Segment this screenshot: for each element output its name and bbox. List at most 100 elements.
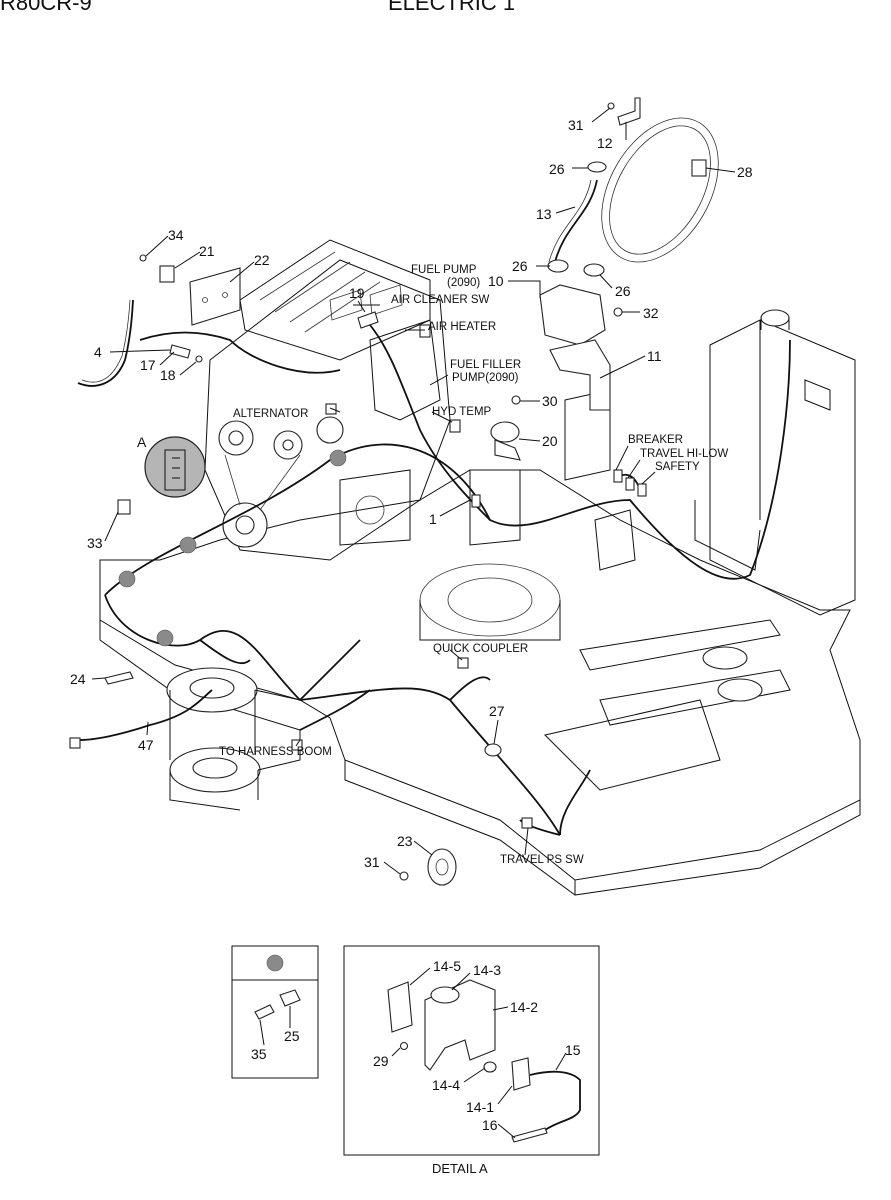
bolt-35 bbox=[254, 1004, 275, 1020]
fill-hose-28 bbox=[601, 117, 719, 263]
callout-14-4: 14-4 bbox=[432, 1077, 460, 1093]
callout-12: 12 bbox=[597, 135, 613, 151]
label-breaker: BREAKER bbox=[628, 434, 683, 446]
washer-motor-14-1 bbox=[511, 1057, 531, 1091]
callout-4: 4 bbox=[94, 344, 102, 360]
label-quick-coupler: QUICK COUPLER bbox=[433, 643, 528, 655]
callout-13: 13 bbox=[536, 206, 552, 222]
connector-47 bbox=[69, 737, 81, 749]
label-hyd-temp: HYD TEMP bbox=[432, 406, 492, 418]
callout-26: 26 bbox=[549, 161, 565, 177]
nozzle-16 bbox=[511, 1127, 548, 1143]
clamp-26-mid bbox=[547, 259, 569, 273]
model-number: R80CR-9 bbox=[0, 0, 92, 15]
connector-safety bbox=[637, 483, 647, 497]
label-air-heater: AIR HEATER bbox=[428, 321, 496, 333]
page-title: ELECTRIC 1 bbox=[388, 0, 516, 15]
callout-14-2: 14-2 bbox=[510, 999, 538, 1015]
engine-drawing bbox=[204, 239, 451, 561]
callout-34: 34 bbox=[168, 227, 184, 243]
bolt-29 bbox=[399, 1041, 409, 1051]
callout-1: 1 bbox=[429, 511, 437, 527]
bracket-11 bbox=[549, 339, 611, 411]
callout-27: 27 bbox=[489, 703, 505, 719]
callout-a: A bbox=[137, 434, 147, 450]
bolt-31-top bbox=[607, 102, 615, 110]
ground-cable-4-outline bbox=[81, 299, 131, 383]
label-fuel-filler: FUEL FILLER bbox=[450, 359, 521, 371]
callout-14-5: 14-5 bbox=[433, 958, 461, 974]
bracket-22 bbox=[189, 267, 241, 326]
label-safety: SAFETY bbox=[655, 461, 700, 473]
clamp-dot bbox=[329, 449, 347, 467]
hose-15 bbox=[529, 1070, 581, 1131]
callout-31: 31 bbox=[364, 854, 380, 870]
tank-cap-14-3 bbox=[430, 986, 460, 1004]
callout-29: 29 bbox=[373, 1053, 389, 1069]
callout-32: 32 bbox=[643, 305, 659, 321]
callout-15: 15 bbox=[565, 1042, 581, 1058]
connector-travel-hi-low bbox=[625, 477, 635, 491]
upper-frame-drawing bbox=[99, 309, 861, 896]
connector-air-heater bbox=[419, 324, 431, 338]
grommet-14-4 bbox=[483, 1061, 497, 1073]
relay-21 bbox=[159, 265, 175, 283]
detail-a-caption: DETAIL A bbox=[432, 1161, 488, 1176]
callout-11: 11 bbox=[647, 348, 662, 364]
label-travel-hi-low: TRAVEL HI-LOW bbox=[640, 448, 728, 460]
clamp-26-right bbox=[583, 263, 605, 277]
callout-19: 19 bbox=[349, 285, 365, 301]
leader-lines bbox=[91, 107, 736, 875]
callout-33: 33 bbox=[87, 535, 103, 551]
clamp-26-top bbox=[587, 161, 607, 173]
callout-14-3: 14-3 bbox=[473, 962, 501, 978]
washer-18 bbox=[195, 355, 203, 363]
callout-25: 25 bbox=[284, 1028, 300, 1044]
bolt-31 bbox=[399, 871, 409, 881]
label-fuel-filler-pump: PUMP(2090) bbox=[452, 372, 519, 384]
horn-23 bbox=[427, 848, 457, 886]
callout-24: 24 bbox=[70, 671, 86, 687]
connector-alternator bbox=[325, 403, 337, 415]
callout-35: 35 bbox=[251, 1046, 267, 1062]
connector-hyd-temp bbox=[449, 419, 461, 433]
callout-21: 21 bbox=[199, 243, 215, 259]
wire-harness bbox=[79, 324, 791, 836]
callout-14-1: 14-1 bbox=[466, 1099, 494, 1115]
label-alternator: ALTERNATOR bbox=[233, 408, 308, 420]
switch-19 bbox=[357, 311, 379, 329]
bracket-24 bbox=[104, 671, 134, 685]
callout-26: 26 bbox=[512, 258, 528, 274]
ground-cable-4 bbox=[77, 299, 134, 387]
label-fuel-pump-model: (2090) bbox=[447, 277, 480, 289]
connector-quick-coupler bbox=[457, 657, 469, 669]
label-fuel-pump: FUEL PUMP bbox=[411, 264, 477, 276]
callout-18: 18 bbox=[160, 367, 176, 383]
callout-17: 17 bbox=[140, 357, 156, 373]
callout-31: 31 bbox=[568, 117, 584, 133]
bolt-32 bbox=[613, 307, 623, 317]
connector-breaker bbox=[613, 469, 623, 483]
clamp-dot bbox=[118, 570, 136, 588]
detail-a-bubble bbox=[144, 436, 206, 498]
bolt-34 bbox=[139, 254, 147, 262]
label-to-harness-boom: TO HARNESS BOOM bbox=[219, 746, 332, 758]
callout-16: 16 bbox=[482, 1117, 498, 1133]
callout-22: 22 bbox=[254, 252, 270, 268]
sensor-17 bbox=[169, 344, 191, 359]
label-air-cleaner-sw: AIR CLEANER SW bbox=[391, 294, 490, 306]
callout-10: 10 bbox=[488, 273, 504, 289]
callout-28: 28 bbox=[737, 164, 753, 180]
horn-bracket-20 bbox=[490, 421, 520, 443]
callout-47: 47 bbox=[138, 737, 154, 753]
bolt-30 bbox=[511, 395, 521, 405]
bracket-12 bbox=[617, 97, 641, 126]
connector-1 bbox=[471, 494, 481, 508]
bracket-14-5 bbox=[387, 981, 413, 1033]
callout-26: 26 bbox=[615, 283, 631, 299]
clip-27 bbox=[484, 743, 502, 757]
detail-a-inset: 14-5 14-3 14-2 15 29 14-4 14-1 16 bbox=[343, 945, 600, 1156]
clamp-dot bbox=[179, 536, 197, 554]
clamp-28 bbox=[691, 159, 707, 177]
